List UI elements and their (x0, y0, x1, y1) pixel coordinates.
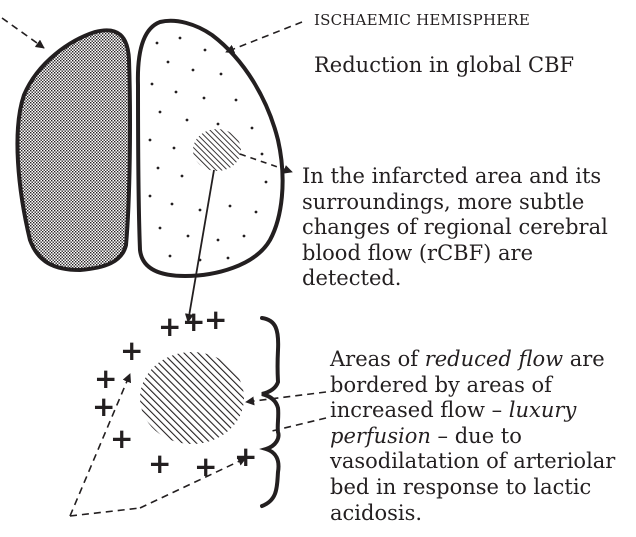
left-pointer-arrow (2, 18, 44, 48)
plus-marker: + (158, 310, 181, 343)
right-pointer-arrow (226, 22, 302, 52)
plus-marker: + (194, 450, 217, 483)
reduced-flow-arrow (246, 392, 326, 402)
infarct-enlarged (140, 352, 244, 444)
curly-brace (262, 318, 279, 506)
plus-marker: + (92, 390, 115, 423)
ischaemic-hemisphere-label: ISCHAEMIC HEMISPHERE (314, 11, 530, 29)
global-cbf-label: Reduction in global CBF (314, 53, 574, 79)
left-hemisphere (17, 30, 130, 270)
plus-marker: + (204, 303, 227, 336)
lower-left-dashed-lines (70, 508, 140, 516)
luxury-perfusion-note: Areas of reduced flow are bordered by ar… (330, 347, 636, 526)
infarct-small (193, 129, 241, 171)
plus-marker: + (234, 440, 257, 473)
plus-marker: + (120, 334, 143, 367)
reduced-flow-term: reduced flow (425, 347, 563, 371)
infarct-note: In the infarcted area and its surroundin… (302, 164, 632, 292)
plus-marker: + (148, 447, 171, 480)
plus-marker: + (110, 422, 133, 455)
luxury-note-part-1: Areas of (330, 347, 425, 371)
plus-marker: + (182, 305, 205, 338)
